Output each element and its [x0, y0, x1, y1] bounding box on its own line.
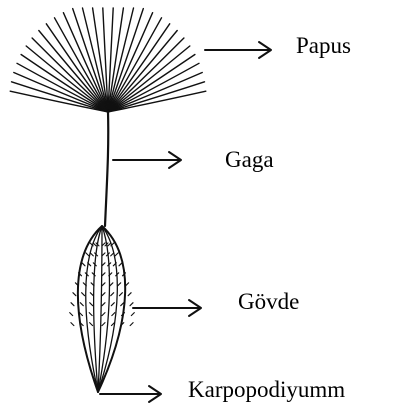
achene-spine [80, 303, 83, 306]
beak-arrow [113, 152, 181, 168]
achene-spine [111, 293, 114, 296]
achene-spine [110, 283, 113, 286]
beak-label: Gaga [225, 148, 274, 171]
achene-spine [119, 293, 122, 296]
achene-spine [71, 303, 74, 306]
beak-stalk [105, 112, 108, 226]
achene-rib [98, 226, 102, 392]
achene-spine [102, 293, 105, 296]
achene-spine [89, 313, 92, 316]
pappus-arrow [205, 42, 271, 58]
achene-spine [70, 313, 73, 316]
achene-spine [93, 243, 96, 246]
body-arrow [133, 300, 201, 316]
pappus-bristles [10, 8, 206, 112]
achene-spine [111, 303, 114, 306]
carpopodium-label: Karpopodiyumm [188, 378, 345, 401]
achene-spine [90, 303, 93, 306]
pappus-label: Papus [296, 34, 351, 57]
achene-spine [121, 303, 124, 306]
carpopodium-arrow [100, 386, 161, 402]
achene-spine [118, 283, 121, 286]
achene-spine [102, 323, 105, 326]
achene-spine [82, 293, 85, 296]
achene-spine [90, 253, 93, 256]
achene-rib [78, 226, 102, 392]
body-label: Gövde [238, 290, 299, 313]
pappus-bristle [108, 46, 190, 112]
achene-spine [102, 303, 105, 306]
achene-spine [102, 313, 105, 316]
achene-spine [102, 283, 105, 286]
achene-spine [131, 313, 134, 316]
achene-spine [86, 253, 89, 256]
achene-spine [115, 253, 118, 256]
achene-spine [90, 293, 93, 296]
achene-body [70, 226, 135, 392]
achene-spine [71, 323, 74, 326]
achene-spine [90, 323, 93, 326]
achene-spine [102, 273, 105, 276]
pappus-bristle [26, 46, 108, 112]
achene-spine [82, 263, 85, 266]
achene-spine [73, 293, 76, 296]
achene-spine [130, 303, 133, 306]
achene-spine [128, 293, 131, 296]
achene-spine [108, 243, 111, 246]
achene-spine [112, 313, 115, 316]
achene-spine [119, 263, 122, 266]
achene-spine [130, 323, 133, 326]
achene-spine [111, 253, 114, 256]
